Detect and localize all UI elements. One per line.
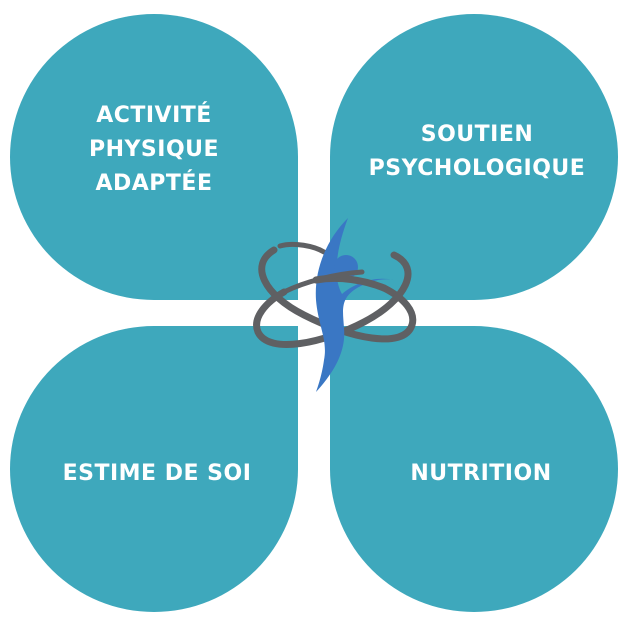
petal-label: NUTRITION xyxy=(410,460,552,486)
petal-label: ACTIVITÉ PHYSIQUE ADAPTÉE xyxy=(88,102,220,197)
petal-label: ESTIME DE SOI xyxy=(62,460,252,486)
atom-figure-icon xyxy=(253,218,417,392)
orbit-ring-accent xyxy=(277,241,327,255)
petal-soutien-psychologique: SOUTIEN PSYCHOLOGIQUE xyxy=(330,14,618,300)
orbit-ring-2 xyxy=(253,251,412,348)
orbit-ring-1 xyxy=(258,246,417,343)
petal-activite-physique: ACTIVITÉ PHYSIQUE ADAPTÉE xyxy=(10,14,298,300)
orbit-front-2 xyxy=(281,269,365,295)
petal-nutrition: NUTRITION xyxy=(330,326,618,612)
figure-body xyxy=(315,218,394,392)
petal-estime-de-soi: ESTIME DE SOI xyxy=(10,326,298,612)
petal-label: SOUTIEN PSYCHOLOGIQUE xyxy=(368,121,586,181)
